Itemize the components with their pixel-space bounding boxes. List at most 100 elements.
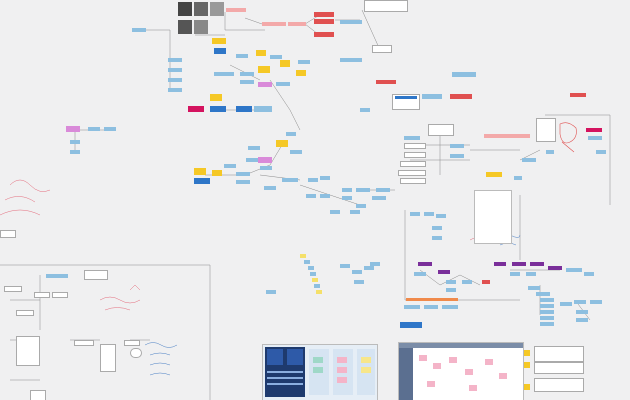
node[interactable] bbox=[66, 126, 80, 132]
text-note[interactable] bbox=[74, 340, 94, 346]
node[interactable] bbox=[314, 12, 334, 17]
node[interactable] bbox=[512, 262, 526, 266]
node[interactable] bbox=[240, 72, 254, 76]
node[interactable] bbox=[264, 186, 276, 190]
sticky-note[interactable] bbox=[433, 363, 441, 369]
text-note[interactable] bbox=[400, 161, 426, 167]
text-note[interactable] bbox=[404, 152, 426, 158]
sticky-note[interactable] bbox=[486, 172, 502, 177]
node[interactable] bbox=[260, 166, 272, 170]
node[interactable] bbox=[462, 280, 472, 284]
text-note[interactable] bbox=[372, 45, 392, 53]
node[interactable] bbox=[528, 286, 540, 290]
sticky-note[interactable] bbox=[524, 350, 530, 356]
sticky-note[interactable] bbox=[212, 38, 226, 44]
node[interactable] bbox=[340, 20, 362, 24]
node[interactable] bbox=[574, 300, 586, 304]
node[interactable] bbox=[546, 150, 554, 154]
node[interactable] bbox=[290, 150, 302, 154]
node[interactable] bbox=[566, 268, 582, 272]
node[interactable] bbox=[214, 72, 234, 76]
node[interactable] bbox=[560, 302, 572, 306]
node[interactable] bbox=[414, 272, 426, 276]
node[interactable] bbox=[262, 22, 286, 26]
node[interactable] bbox=[576, 310, 588, 314]
node[interactable] bbox=[254, 106, 272, 112]
node[interactable] bbox=[168, 68, 182, 72]
node[interactable] bbox=[214, 48, 226, 54]
node[interactable] bbox=[258, 82, 272, 87]
node[interactable] bbox=[248, 146, 260, 150]
node[interactable] bbox=[270, 55, 282, 59]
node[interactable] bbox=[510, 272, 520, 276]
node[interactable] bbox=[236, 180, 250, 184]
sticky-note[interactable] bbox=[449, 357, 457, 363]
node[interactable] bbox=[356, 188, 370, 192]
node[interactable] bbox=[522, 158, 536, 162]
text-note[interactable] bbox=[84, 270, 108, 280]
node[interactable] bbox=[240, 80, 254, 84]
node[interactable] bbox=[70, 140, 80, 144]
node[interactable] bbox=[596, 150, 606, 154]
sticky-note[interactable] bbox=[194, 168, 206, 175]
node[interactable] bbox=[422, 94, 442, 99]
board-tile[interactable] bbox=[287, 349, 303, 365]
node[interactable] bbox=[340, 58, 362, 62]
node[interactable] bbox=[356, 204, 366, 208]
node[interactable] bbox=[46, 274, 68, 278]
text-note[interactable] bbox=[130, 348, 142, 358]
sticky-note[interactable] bbox=[337, 357, 347, 363]
node[interactable] bbox=[540, 310, 554, 314]
board-column[interactable] bbox=[309, 349, 329, 395]
node[interactable] bbox=[224, 164, 236, 168]
sticky-note[interactable] bbox=[419, 355, 427, 361]
sticky-note[interactable] bbox=[212, 170, 222, 176]
node[interactable] bbox=[424, 305, 438, 309]
node[interactable] bbox=[590, 300, 602, 304]
text-note[interactable] bbox=[534, 378, 584, 392]
sticky-note[interactable] bbox=[337, 377, 347, 383]
node[interactable] bbox=[482, 280, 490, 284]
text-note[interactable] bbox=[404, 143, 426, 149]
board-column[interactable] bbox=[357, 349, 375, 395]
node[interactable] bbox=[88, 127, 100, 131]
node[interactable] bbox=[404, 305, 420, 309]
node[interactable] bbox=[570, 93, 586, 97]
node[interactable] bbox=[266, 290, 276, 294]
sticky-note[interactable] bbox=[300, 254, 306, 258]
node[interactable] bbox=[360, 108, 370, 112]
node[interactable] bbox=[438, 270, 450, 274]
text-note[interactable] bbox=[428, 124, 454, 136]
node[interactable] bbox=[188, 106, 204, 112]
text-note[interactable] bbox=[0, 230, 16, 238]
sticky-note[interactable] bbox=[337, 367, 347, 373]
text-note[interactable] bbox=[16, 336, 40, 366]
node[interactable] bbox=[370, 262, 380, 266]
node[interactable] bbox=[540, 316, 554, 320]
node[interactable] bbox=[306, 194, 316, 198]
text-note[interactable] bbox=[534, 362, 584, 374]
node[interactable] bbox=[132, 28, 146, 32]
node[interactable] bbox=[70, 150, 80, 154]
sticky-note[interactable] bbox=[427, 381, 435, 387]
node[interactable] bbox=[104, 127, 116, 131]
node[interactable] bbox=[432, 236, 442, 240]
sticky-note[interactable] bbox=[465, 369, 473, 375]
board-column[interactable] bbox=[333, 349, 353, 395]
node[interactable] bbox=[450, 144, 464, 148]
node[interactable] bbox=[404, 136, 420, 140]
node[interactable] bbox=[168, 78, 182, 82]
text-note[interactable] bbox=[398, 170, 426, 176]
node[interactable] bbox=[584, 272, 594, 276]
node[interactable] bbox=[288, 22, 306, 26]
sticky-note[interactable] bbox=[296, 70, 306, 76]
text-note[interactable] bbox=[34, 292, 50, 298]
node[interactable] bbox=[588, 136, 602, 140]
node[interactable] bbox=[452, 72, 476, 77]
sketch-card[interactable] bbox=[474, 190, 512, 244]
image-thumbnail[interactable] bbox=[178, 20, 192, 34]
node[interactable] bbox=[446, 288, 456, 292]
node[interactable] bbox=[410, 212, 420, 216]
node[interactable] bbox=[342, 196, 352, 200]
